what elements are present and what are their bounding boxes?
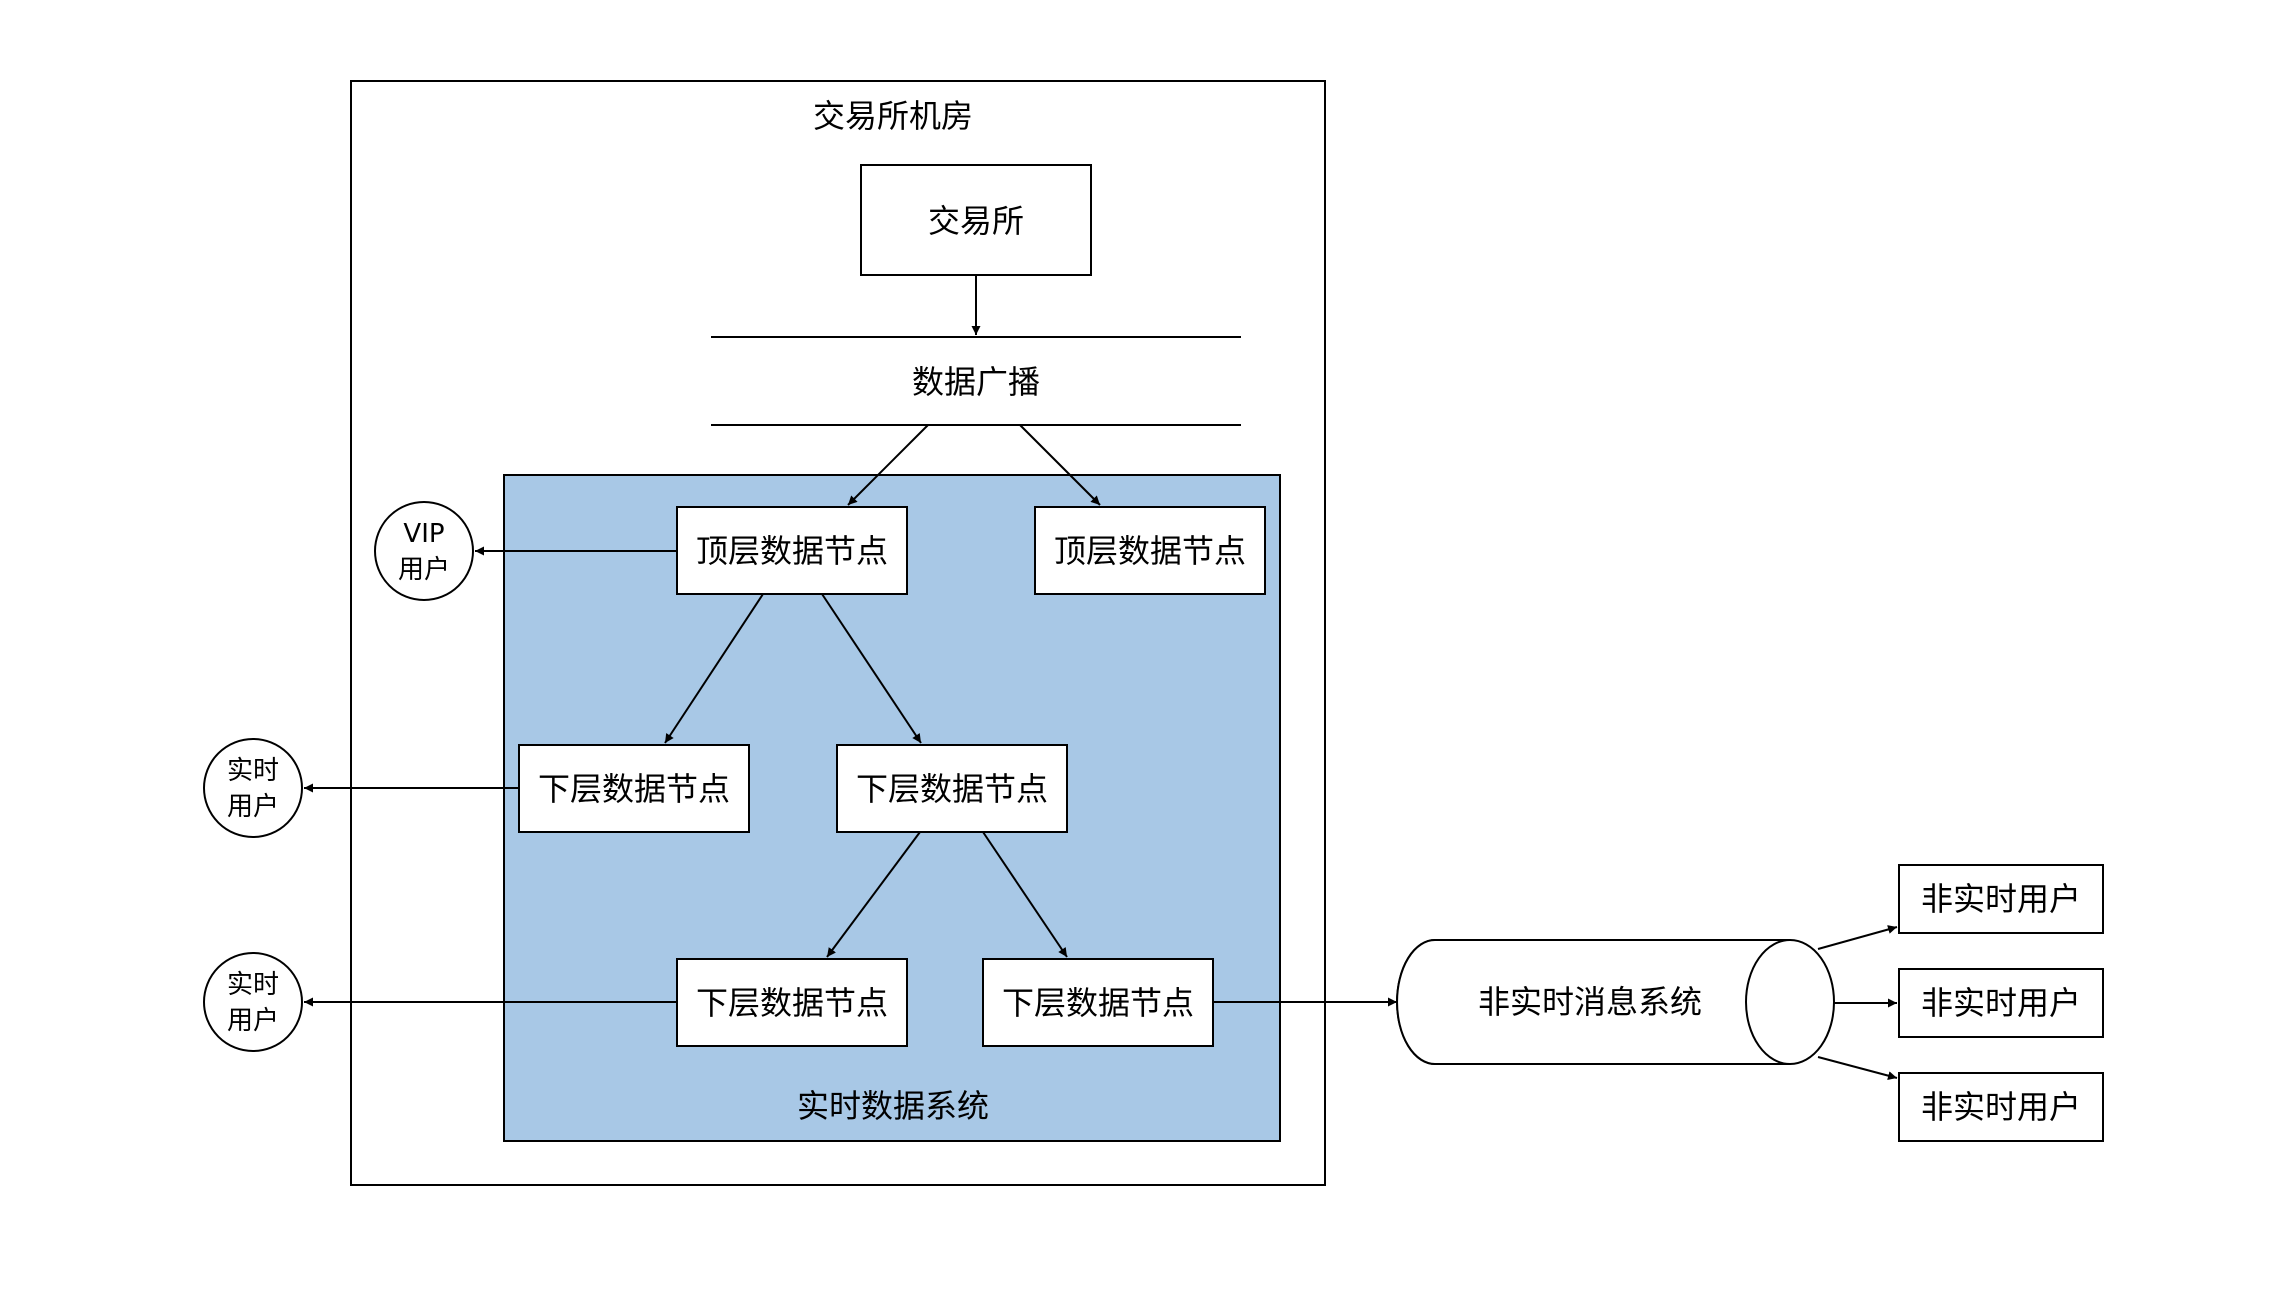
arrow-top-node-to-lower-node: [821, 593, 922, 744]
lower-node-box: [676, 958, 908, 1047]
message-system-right-cap: [1745, 939, 1835, 1065]
lower-node-label: 下层数据节点: [696, 984, 888, 1022]
arrow-message-system-to-nonrealtime-user: [1817, 925, 1898, 950]
top-node-label: 顶层数据节点: [1054, 532, 1246, 570]
message-system-left-cap: [1396, 939, 1436, 1065]
lower-node-label: 下层数据节点: [856, 770, 1048, 808]
connectors: [304, 275, 1898, 1081]
message-system-label: 非实时消息系统: [1478, 983, 1702, 1021]
lower-node-box: [982, 958, 1214, 1047]
nonrealtime-user-box: [1898, 968, 2104, 1038]
realtime-user-line1: 实时: [227, 970, 279, 1000]
exchange-label: 交易所: [928, 202, 1024, 240]
realtime-user-line2: 用户: [227, 792, 279, 822]
arrow-lower-node-to-lower-node: [826, 831, 921, 958]
lower-node-box: [836, 744, 1068, 833]
realtime-user-circle: [203, 738, 303, 838]
realtime-user-circle: [203, 952, 303, 1052]
nonrealtime-user-label: 非实时用户: [1921, 880, 2081, 918]
arrow-message-system-to-nonrealtime-user: [1817, 1056, 1898, 1081]
top-node-label: 顶层数据节点: [696, 532, 888, 570]
realtime-user-line1: 实时: [227, 756, 279, 786]
vip-user-line1: VIP: [403, 519, 444, 549]
vip-user-circle: [374, 501, 474, 601]
vip-user-line2: 用户: [398, 555, 450, 585]
data-center-title: 交易所机房: [813, 97, 973, 135]
nonrealtime-user-box: [1898, 864, 2104, 934]
arrow-broadcast-to-top-node: [1019, 424, 1101, 506]
realtime-system-label: 实时数据系统: [797, 1087, 989, 1125]
nonrealtime-user-label: 非实时用户: [1921, 1088, 2081, 1126]
top-node-box: [676, 506, 908, 595]
arrow-broadcast-to-top-node: [847, 424, 929, 506]
lower-node-label: 下层数据节点: [538, 770, 730, 808]
lower-node-box: [518, 744, 750, 833]
nonrealtime-user-label: 非实时用户: [1921, 984, 2081, 1022]
realtime-user-line2: 用户: [227, 1006, 279, 1036]
broadcast-label: 数据广播: [912, 363, 1040, 401]
lower-node-label: 下层数据节点: [1002, 984, 1194, 1022]
data-center-box: [350, 80, 1326, 1186]
arrow-lower-node-to-lower-node: [982, 831, 1068, 958]
top-node-box: [1034, 506, 1266, 595]
nonrealtime-user-box: [1898, 1072, 2104, 1142]
message-system-fill: [1435, 941, 1790, 1063]
arrow-top-node-to-lower-node: [664, 593, 764, 744]
